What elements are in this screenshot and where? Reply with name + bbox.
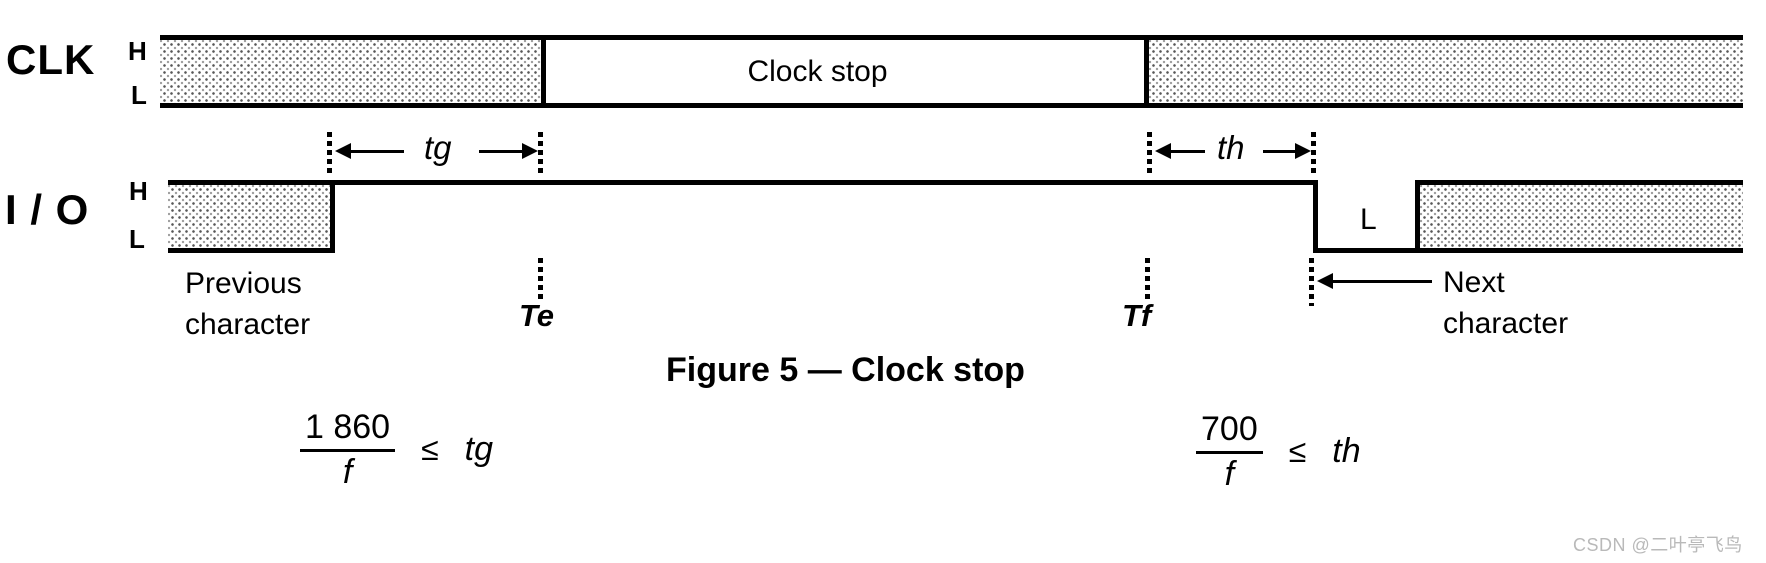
io-signal-label: I / O bbox=[5, 186, 90, 233]
io-high-label: H bbox=[129, 176, 148, 206]
next-character-block bbox=[1415, 180, 1743, 253]
next-character-arrow-icon bbox=[1317, 273, 1333, 289]
clk-signal-label: CLK bbox=[6, 36, 96, 83]
tg-numerator: 1 860 bbox=[300, 408, 396, 452]
tf-label: Tf bbox=[1122, 298, 1152, 333]
tg-denominator: f bbox=[342, 453, 353, 491]
tg-start-marker bbox=[327, 132, 332, 174]
tg-arrow-right-icon bbox=[522, 143, 538, 159]
tg-arrow-left-line bbox=[349, 150, 404, 153]
tg-label: tg bbox=[424, 129, 452, 166]
th-end-marker bbox=[1311, 132, 1316, 174]
watermark: CSDN @二叶亭飞鸟 bbox=[1573, 535, 1743, 555]
io-low-label: L bbox=[129, 224, 145, 254]
clock-stop-region: Clock stop bbox=[541, 40, 1149, 103]
previous-character-block bbox=[168, 180, 335, 253]
th-numerator: 700 bbox=[1196, 410, 1263, 454]
th-variable: th bbox=[1332, 431, 1361, 470]
th-denominator: f bbox=[1224, 455, 1235, 493]
th-fraction: 700 f bbox=[1196, 410, 1263, 492]
tg-relation: ≤ bbox=[421, 430, 439, 467]
th-arrow-right-icon bbox=[1295, 143, 1311, 159]
th-arrow-right-line bbox=[1263, 150, 1297, 153]
tg-arrow-right-line bbox=[479, 150, 523, 153]
clk-hatch-before-stop bbox=[160, 40, 541, 103]
clock-stop-label: Clock stop bbox=[747, 54, 888, 88]
io-falling-edge bbox=[1313, 180, 1318, 253]
tg-formula: 1 860 f ≤ tg bbox=[300, 408, 493, 490]
next-character-marker bbox=[1309, 258, 1314, 306]
th-formula: 700 f ≤ th bbox=[1196, 410, 1361, 492]
te-marker-line bbox=[538, 258, 543, 302]
th-arrow-left-icon bbox=[1155, 143, 1171, 159]
clk-low-label: L bbox=[131, 80, 147, 110]
previous-character-line2: character bbox=[185, 308, 311, 341]
tg-fraction: 1 860 f bbox=[300, 408, 396, 491]
figure-title: Figure 5 — Clock stop bbox=[666, 351, 1025, 389]
io-low-state-label: L bbox=[1360, 203, 1377, 236]
io-high-line bbox=[168, 180, 1318, 185]
clk-hatch-after-stop bbox=[1149, 40, 1743, 103]
tg-variable: tg bbox=[464, 429, 494, 468]
th-relation: ≤ bbox=[1288, 432, 1307, 469]
tg-arrow-left-icon bbox=[335, 143, 351, 159]
next-character-note: Next character bbox=[1443, 262, 1568, 344]
te-label: Te bbox=[519, 298, 555, 333]
th-label: th bbox=[1217, 129, 1245, 166]
next-character-line2: character bbox=[1443, 307, 1569, 340]
tf-marker-line bbox=[1145, 258, 1150, 302]
th-start-marker bbox=[1147, 132, 1152, 174]
previous-character-line1: Previous bbox=[185, 267, 302, 300]
clk-high-label: H bbox=[128, 36, 147, 66]
next-character-line1: Next bbox=[1443, 266, 1505, 299]
th-arrow-left-line bbox=[1169, 150, 1205, 153]
tg-end-marker bbox=[538, 132, 543, 174]
previous-character-note: Previous character bbox=[185, 263, 310, 345]
next-character-arrow-line bbox=[1331, 280, 1432, 283]
clk-waveform: Clock stop bbox=[160, 35, 1743, 108]
